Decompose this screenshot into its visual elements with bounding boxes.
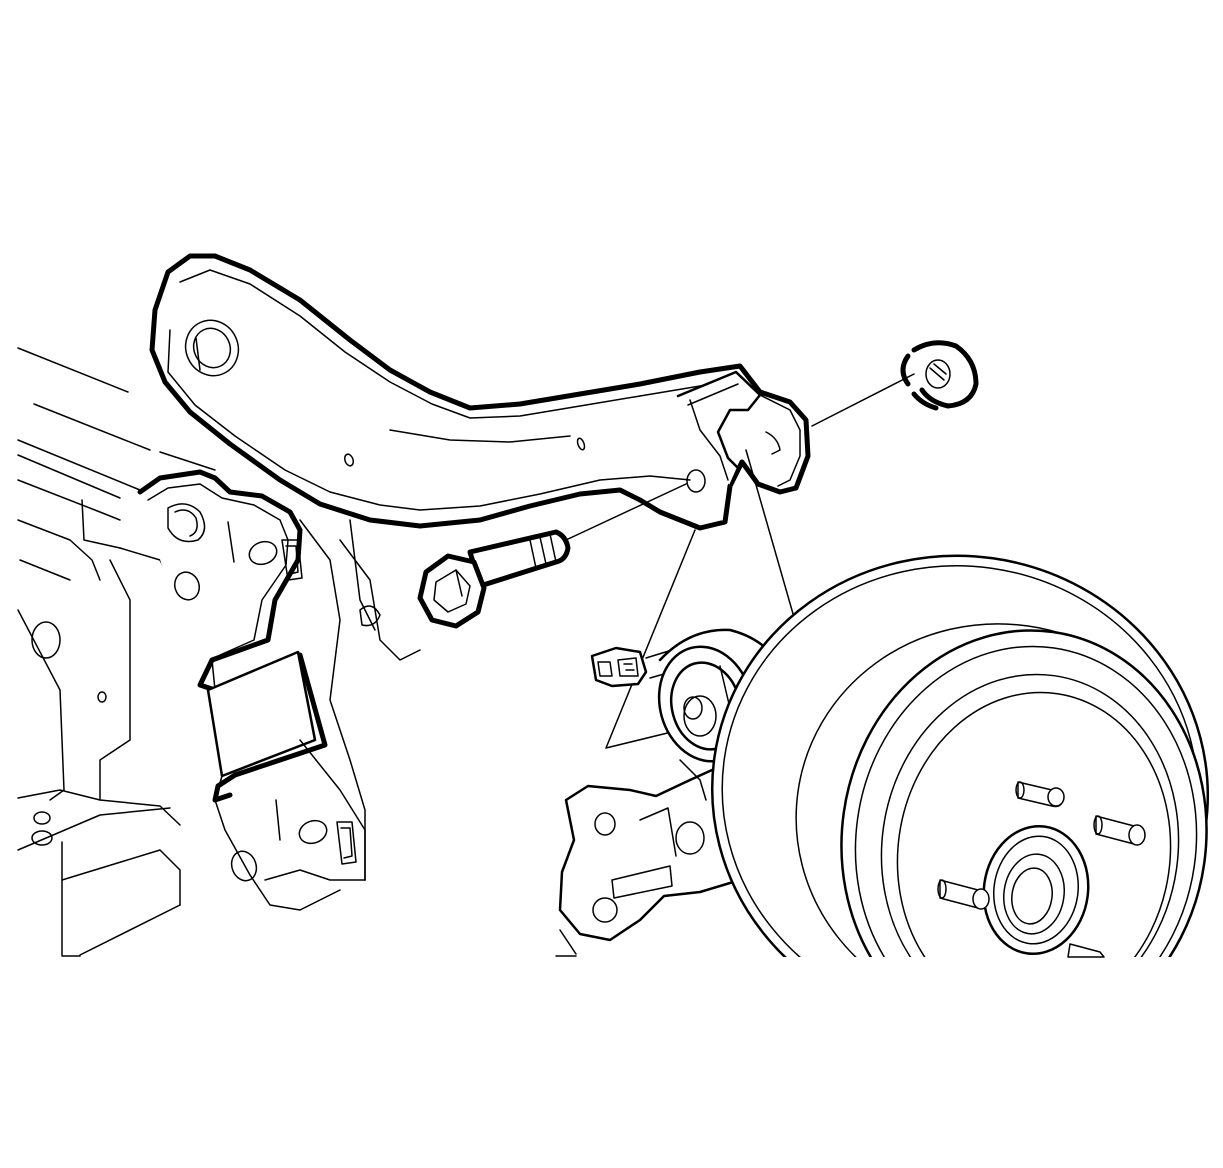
wheel-stud [1093,815,1146,846]
bushing-bore [683,695,717,737]
nut-thread-bore [925,359,951,389]
wheel-stud [1067,943,1105,958]
brake-drum [710,554,1210,957]
knuckle-hole-lower [592,897,618,923]
arm-bolt [417,529,571,629]
bolt-hex-head [417,553,487,629]
wheel-studs [937,781,1146,958]
bracket-flange [206,650,317,778]
arm-bolt-hole [686,469,706,493]
wheel-stud [1015,781,1065,808]
bracket-hole-lower [230,850,258,882]
wheel-hub [982,824,1090,956]
arm-nut [900,340,979,411]
knuckle [558,759,762,955]
arm-nut-hole [765,431,781,455]
trailing-arm [149,253,811,531]
mounting-bracket [137,469,366,911]
sensor-connector [590,646,679,688]
bracket-rib-upper [281,539,303,581]
bracket-slot-upper [248,540,278,566]
bracket-hole-upper [173,571,201,601]
knuckle-hole-upper [594,812,616,836]
frame-hole [31,621,61,659]
wheel-stud [937,879,990,910]
bracket-rib-lower [336,821,357,865]
bracket-slot-lower [298,819,328,845]
knuckle-hole-right [675,821,705,855]
vehicle-frame [17,347,421,956]
bracket-pivot-hole [167,503,206,543]
